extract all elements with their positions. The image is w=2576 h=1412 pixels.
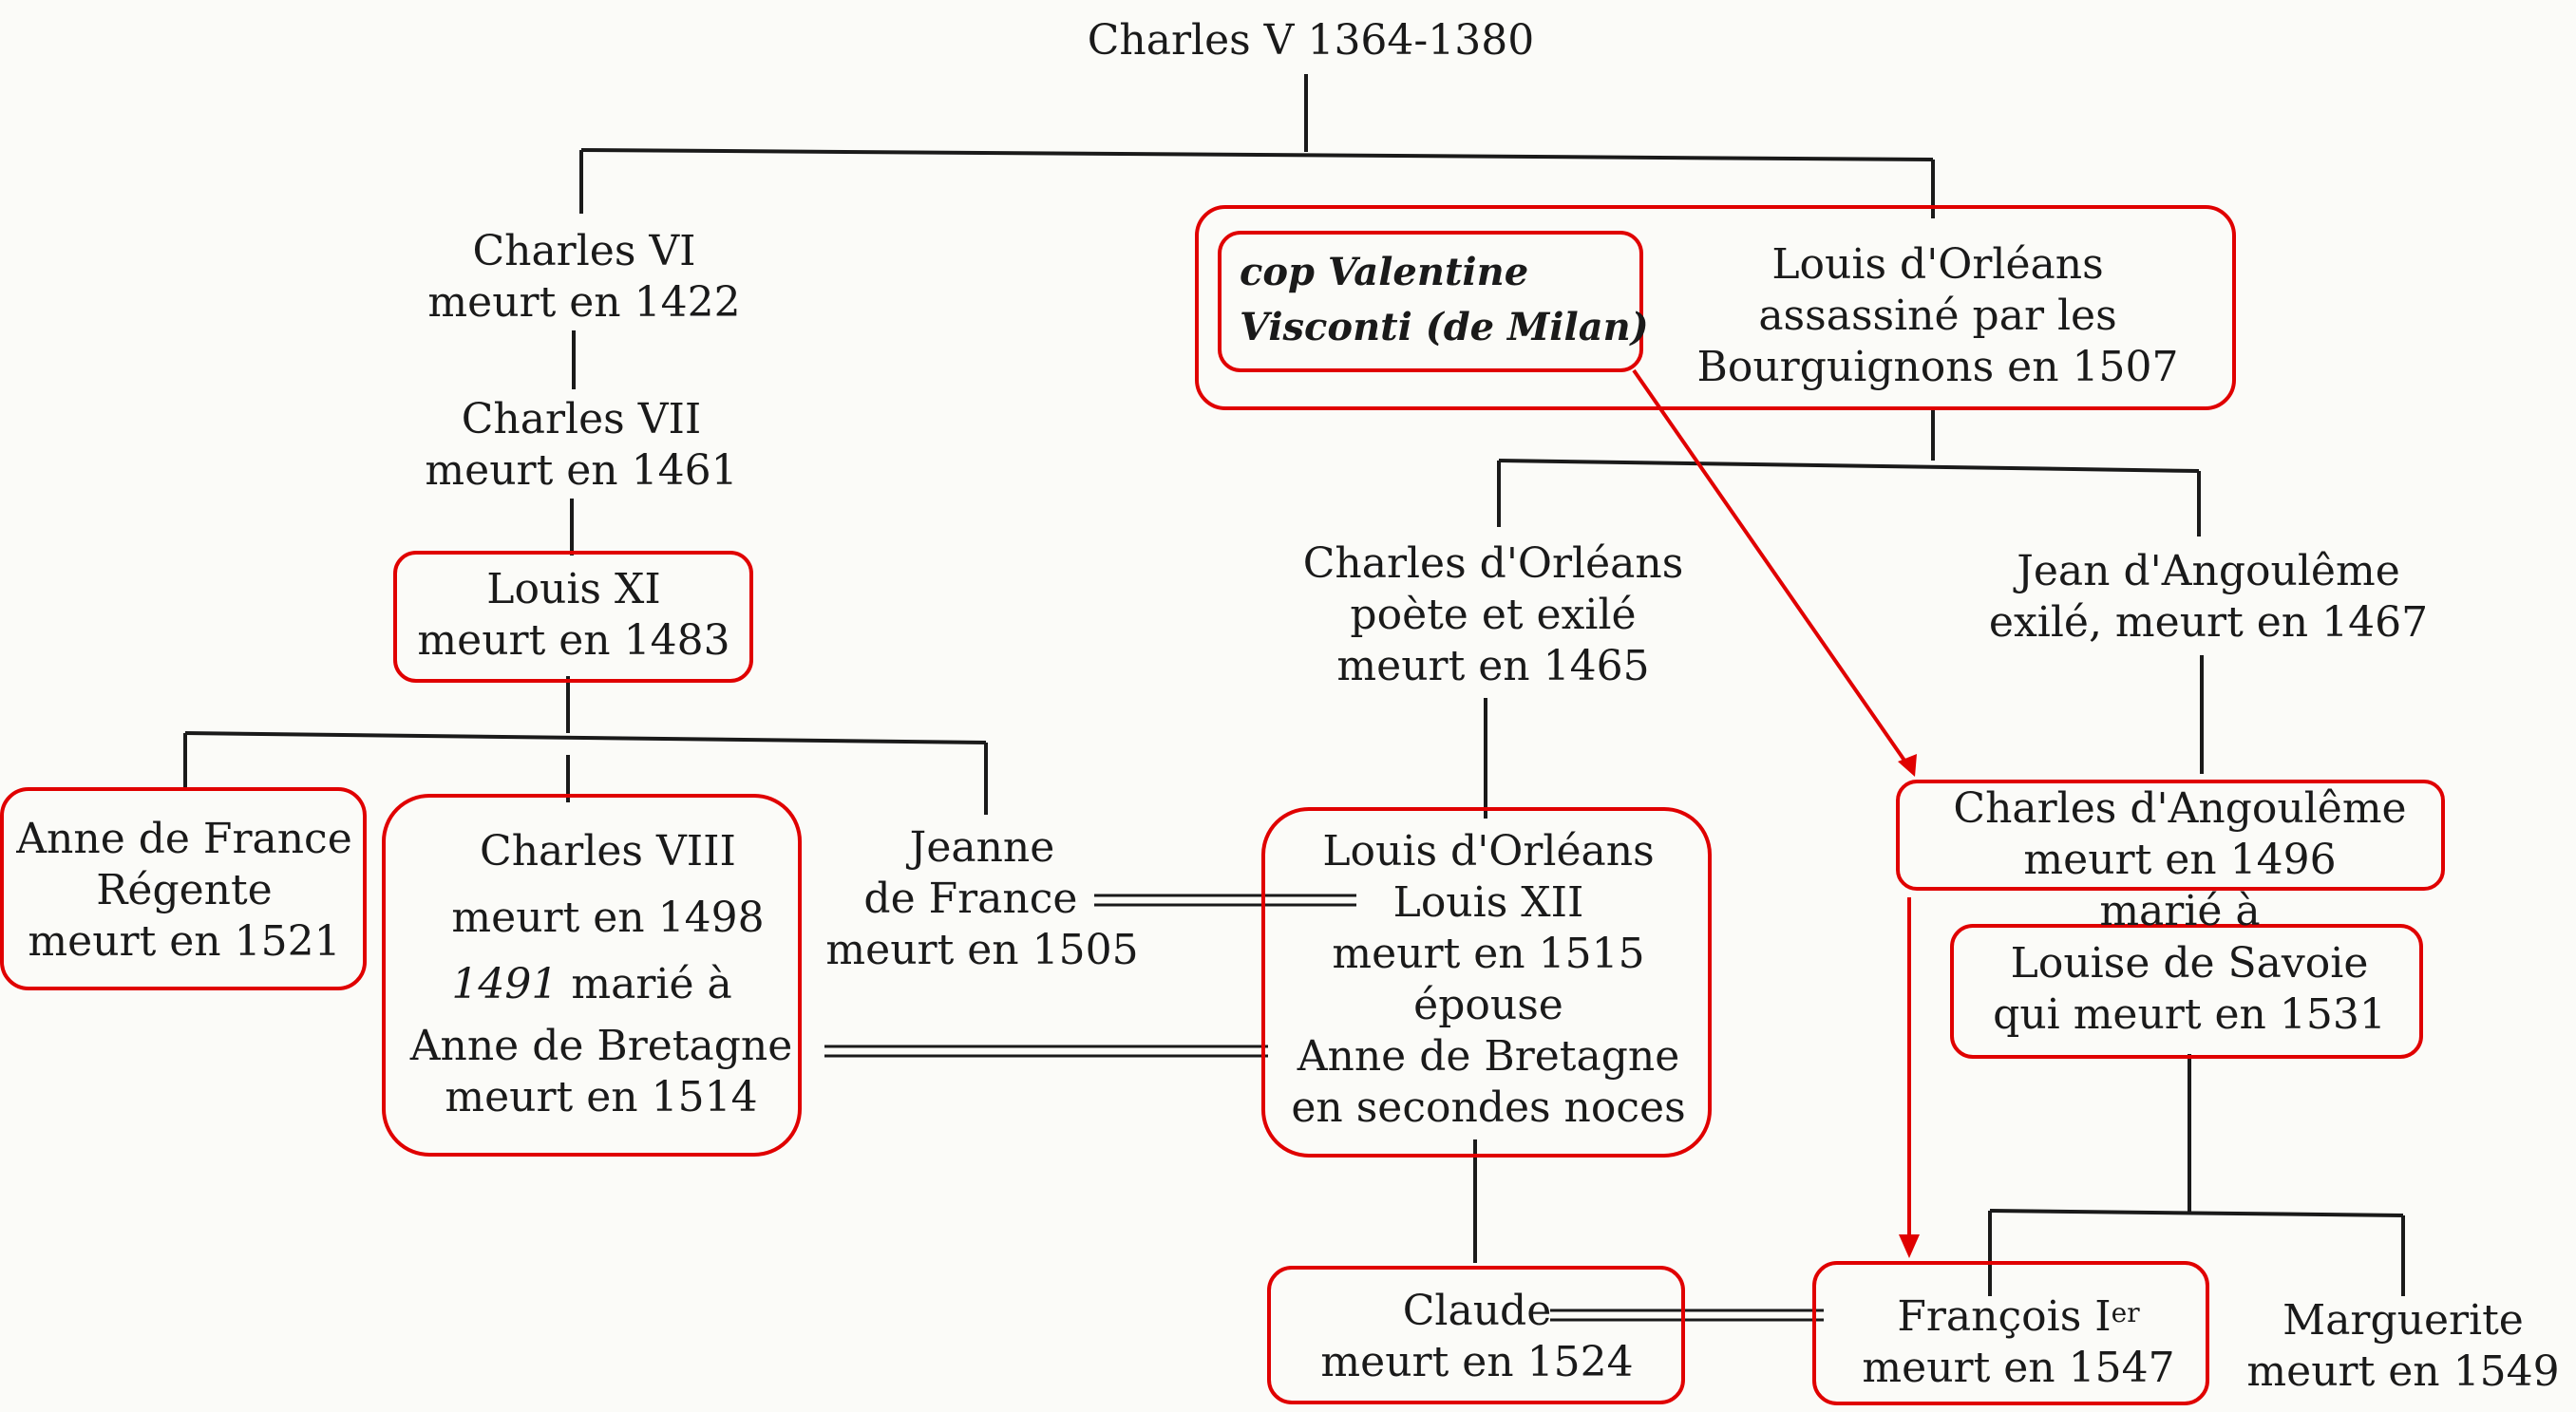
- claude-label: Claude meurt en 1524: [1320, 1287, 1634, 1386]
- highlight-box-valentine: [1218, 231, 1643, 372]
- charles-v-label: Charles V 1364-1380: [1087, 16, 1535, 65]
- arrow-valentine-to-charles-angouleme: [1632, 368, 1911, 769]
- highlight-box-louis-xi: [393, 551, 753, 683]
- highlight-box-louis-xii: [1261, 807, 1712, 1158]
- louise-de-savoie-label: Louise de Savoie qui meurt en 1531: [1993, 939, 2386, 1039]
- louis-xi-label: Louis XI meurt en 1483: [417, 565, 730, 665]
- louis-orleans-label: Louis d'Orléans assassiné par les Bourgu…: [1696, 240, 2179, 391]
- connector: [580, 148, 1934, 161]
- highlight-box-claude: [1267, 1266, 1685, 1404]
- francois-i-label: François Ier meurt en 1547: [1862, 1292, 2175, 1392]
- arrow-head: [1898, 754, 1917, 777]
- connector: [1498, 459, 2200, 473]
- highlight-box-anne-de-france: [0, 787, 367, 990]
- charles-vii-label: Charles VII meurt en 1461: [425, 395, 738, 495]
- charles-angouleme-label: Charles d'Angoulême meurt en 1496 marié …: [1953, 784, 2407, 935]
- jeanne-de-france-label: Jeanne de France meurt en 1505: [825, 823, 1139, 974]
- marguerite-label: Marguerite meurt en 1549: [2246, 1296, 2560, 1396]
- anne-de-france-label: Anne de France Régente meurt en 1521: [16, 815, 352, 966]
- charles-orleans-label: Charles d'Orléans poète et exilé meurt e…: [1302, 539, 1684, 690]
- charles-viii-label: Charles VIII meurt en 1498 1491 marié à: [451, 827, 765, 1008]
- highlight-box-charles-viii: [382, 794, 802, 1157]
- highlight-box-louise-savoie: [1950, 924, 2423, 1059]
- connector: [184, 731, 987, 744]
- highlight-box-orleans: [1195, 205, 2236, 410]
- valentine-visconti-label: cop Valentine Visconti (de Milan): [1240, 250, 1649, 349]
- highlight-box-charles-angouleme: [1896, 780, 2445, 891]
- connector: [1989, 1209, 2404, 1217]
- louis-xii-label: Louis d'Orléans Louis XII meurt en 1515 …: [1291, 827, 1686, 1132]
- highlight-box-francois: [1812, 1261, 2209, 1405]
- jean-angouleme-label: Jean d'Angoulême exilé, meurt en 1467: [1988, 547, 2429, 647]
- anne-de-bretagne-label: Anne de Bretagne meurt en 1514: [409, 1022, 793, 1121]
- arrow-head: [1899, 1234, 1920, 1258]
- charles-vi-label: Charles VI meurt en 1422: [427, 227, 741, 327]
